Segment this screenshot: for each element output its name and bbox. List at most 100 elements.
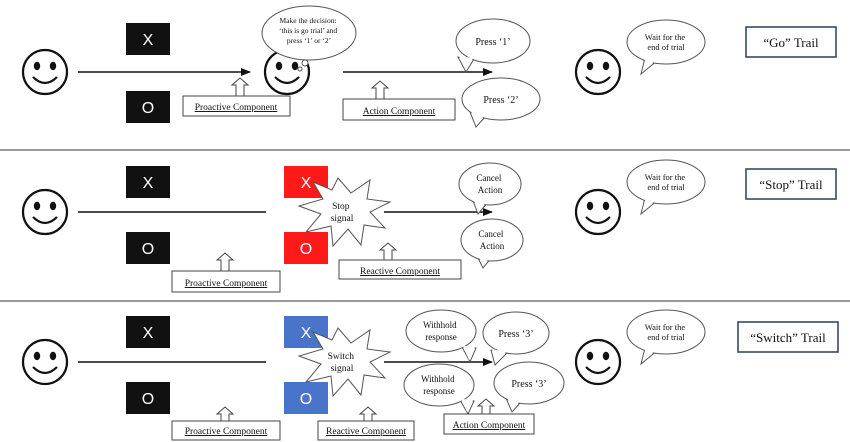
withhold-response-speech-bubble: Withhold response: [403, 363, 475, 416]
participant-face-icon: [21, 188, 69, 236]
wait-speech-bubble: Wait for the end of trial: [626, 159, 706, 216]
signal-line: signal: [331, 214, 354, 224]
up-arrow-icon: [215, 252, 235, 273]
participant-face-icon: [21, 48, 69, 96]
svg-text:Stop signal: Stop signal: [331, 202, 354, 224]
stimulus-o-symbol: O: [300, 241, 312, 258]
decision-thought-bubble: Make the decision: ‘this is go trial’ an…: [261, 5, 357, 72]
trial-label-box: [745, 26, 837, 58]
wait-line: end of trial: [647, 332, 685, 342]
component-box: [342, 98, 456, 121]
stimulus-o-symbol: O: [142, 100, 154, 117]
component-box: [338, 259, 462, 280]
cancel-action-speech-bubble: Cancel Action: [460, 218, 524, 269]
trial-label: “Switch” Trail: [750, 330, 826, 345]
switch-trial-row: X O X O Switch signal Withhold response: [21, 309, 839, 441]
action-component-label: Action Component: [453, 421, 526, 431]
wait-line: Wait for the: [645, 172, 686, 182]
press-3-label: Press ‘3’: [511, 379, 546, 390]
wait-line: end of trial: [647, 182, 685, 192]
up-arrow-icon: [358, 406, 378, 424]
stimulus-o-box-red: [284, 232, 328, 264]
proactive-component-label: Proactive Component: [185, 427, 268, 437]
reactive-component-label: Reactive Component: [360, 267, 440, 277]
component-box: [317, 420, 415, 441]
svg-text:Withhold response: Withhold response: [421, 374, 457, 396]
proactive-component-label: Proactive Component: [195, 103, 278, 113]
stimulus-x-box: [126, 166, 170, 198]
press-3-speech-bubble: Press ‘3’: [482, 311, 550, 366]
decision-line: Make the decision:: [280, 16, 337, 25]
wait-speech-bubble: Wait for the end of trial: [626, 19, 706, 76]
decision-line: ‘this is go trial’ and: [279, 26, 337, 35]
withhold-line: Withhold: [423, 320, 457, 330]
signal-line: Switch: [328, 352, 355, 362]
participant-face-icon: [574, 48, 622, 96]
action-component-label: Action Component: [363, 107, 436, 117]
press-1-label: Press ‘1’: [475, 37, 510, 48]
signal-line: signal: [331, 364, 354, 374]
svg-text:Wait for the end of tr: Wait for the end of trial: [645, 322, 688, 342]
trial-label-box: [745, 168, 837, 200]
svg-text:Wait for the end of tr: Wait for the end of trial: [645, 32, 688, 52]
wait-speech-bubble: Wait for the end of trial: [626, 309, 706, 366]
svg-text:Cancel Action: Cancel Action: [476, 173, 503, 195]
stimulus-o-box: [126, 91, 170, 123]
stimulus-o-symbol: O: [142, 241, 154, 258]
up-arrow-icon: [378, 242, 398, 262]
participant-face-icon: [574, 188, 622, 236]
up-arrow-icon: [476, 398, 496, 416]
switch-signal-burst: Switch signal: [297, 327, 392, 398]
withhold-line: Withhold: [421, 374, 455, 384]
svg-text:Make the decision: ‘th: Make the decision: ‘this is go trial’ an…: [279, 16, 339, 45]
trial-label: “Stop” Trail: [759, 177, 823, 192]
svg-text:Cancel Action: Cancel Action: [478, 229, 505, 251]
press-2-speech-bubble: Press ‘2’: [461, 77, 541, 128]
withhold-line: response: [425, 332, 457, 342]
wait-line: Wait for the: [645, 32, 686, 42]
stimulus-x-symbol: X: [143, 175, 154, 192]
cancel-line: Action: [480, 241, 505, 251]
stimulus-o-symbol: O: [142, 391, 154, 408]
up-arrow-icon: [230, 77, 250, 98]
press-3-speech-bubble: Press ‘3’: [493, 361, 565, 413]
stimulus-x-symbol: X: [143, 32, 154, 49]
participant-face-icon: [21, 338, 69, 386]
up-arrow-icon: [370, 80, 390, 101]
cancel-line: Action: [478, 185, 503, 195]
press-2-label: Press ‘2’: [483, 95, 518, 106]
stimulus-o-box: [126, 382, 170, 414]
trial-label-box: [737, 321, 839, 353]
stimulus-x-symbol: X: [301, 325, 312, 342]
stimulus-x-box: [126, 23, 170, 55]
stop-signal-burst: Stop signal: [297, 177, 392, 248]
trial-label: “Go” Trail: [763, 35, 819, 50]
stimulus-x-box: [126, 316, 170, 348]
cancel-line: Cancel: [476, 173, 501, 183]
stimulus-x-symbol: X: [143, 325, 154, 342]
component-box: [443, 413, 535, 435]
component-box: [182, 95, 291, 117]
withhold-line: response: [423, 386, 455, 396]
svg-text:Switch signal: Switch signal: [328, 352, 357, 374]
press-3-label: Press ‘3’: [498, 329, 533, 340]
reactive-component-label: Reactive Component: [326, 427, 406, 437]
stimulus-x-symbol: X: [301, 175, 312, 192]
component-box: [171, 420, 281, 441]
cancel-action-speech-bubble: Cancel Action: [458, 162, 522, 215]
wait-line: Wait for the: [645, 322, 686, 332]
withhold-response-speech-bubble: Withhold response: [405, 309, 477, 364]
participant-face-icon: [574, 338, 622, 386]
stimulus-o-symbol: O: [300, 391, 312, 408]
component-box: [171, 270, 281, 293]
proactive-component-label: Proactive Component: [185, 279, 268, 289]
stop-trial-row: X O X O Stop signal Cancel Action: [21, 159, 837, 293]
press-1-speech-bubble: Press ‘1’: [455, 18, 531, 74]
up-arrow-icon: [215, 406, 235, 424]
signal-line: Stop: [332, 202, 350, 212]
cancel-line: Cancel: [478, 229, 503, 239]
stimulus-o-box-blue: [284, 382, 328, 414]
stimulus-o-box: [126, 232, 170, 264]
go-trial-row: X O Make the decision: ‘this is go trial…: [21, 5, 837, 128]
